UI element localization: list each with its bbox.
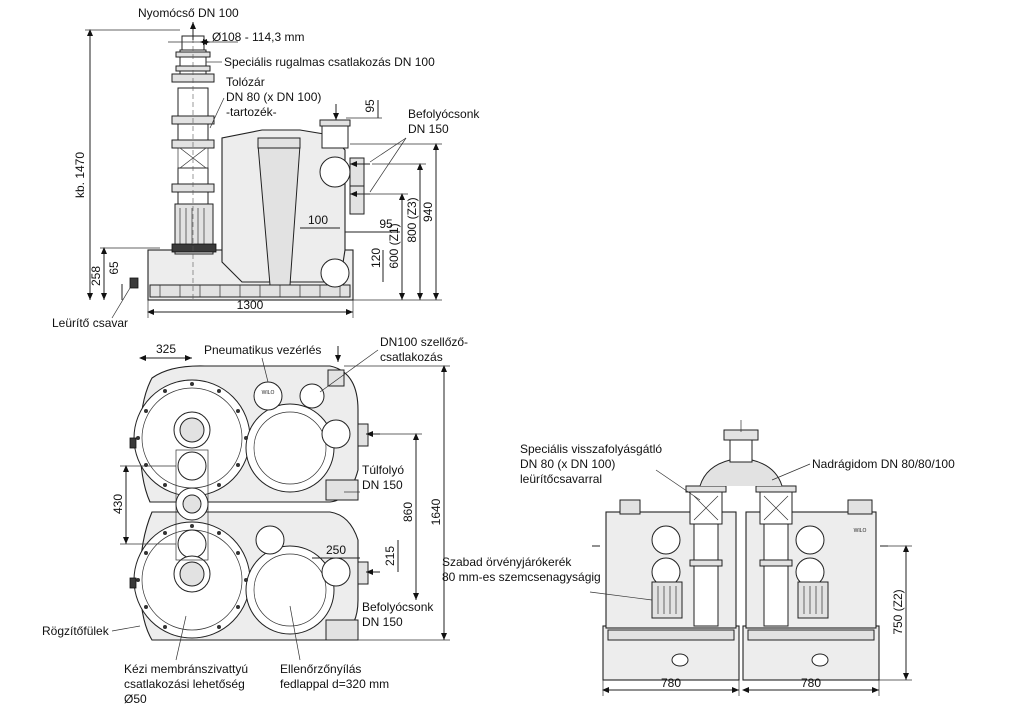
top-dimensions: 325 430 860 1640 250 215	[111, 342, 450, 641]
dim-750: 750 (Z2)	[891, 589, 905, 634]
side-view	[129, 22, 370, 301]
control-box-marking: WILO	[262, 390, 275, 396]
dim-total-height: kb. 1470	[73, 152, 87, 198]
dim-65: 65	[107, 261, 121, 275]
label-special-coupling: Speciális rugalmas csatlakozás DN 100	[224, 55, 435, 69]
side-dimensions: kb. 1470 258 65 1300 95 100 95 120 600 (…	[73, 29, 442, 318]
label-inlet-top-2: DN 150	[408, 122, 449, 136]
label-trouser-fitting: Nadrágidom DN 80/80/100	[812, 457, 955, 471]
label-inspection-2: fedlappal d=320 mm	[280, 677, 389, 691]
dim-95-top: 95	[363, 99, 377, 113]
label-inlet-bottom-1: Befolyócsonk	[362, 600, 434, 614]
dim-325: 325	[156, 342, 176, 356]
front-brand-marking: WILO	[854, 528, 867, 534]
label-pressure-nozzle: Nyomócső DN 100	[138, 6, 239, 20]
dim-780-left: 780	[661, 676, 681, 690]
label-check-valve-1: Speciális visszafolyásgátló	[520, 442, 662, 456]
label-overflow-1: Túlfolyó	[362, 463, 404, 477]
label-overflow-2: DN 150	[362, 478, 403, 492]
inspection-cover-upper	[245, 403, 335, 493]
label-drain-screw: Leürítő csavar	[52, 316, 128, 330]
label-impeller-2: 80 mm-es szemcsenagyságig	[442, 570, 601, 584]
label-check-valve-3: leürítőcsavarral	[520, 472, 602, 486]
top-labels: Pneumatikus vezérlés DN100 szellőző- csa…	[42, 335, 601, 706]
front-view: WILO	[592, 420, 888, 681]
label-membrane-3: Ø50	[124, 692, 147, 706]
dim-215: 215	[383, 546, 397, 566]
front-trouser-fitting	[699, 459, 783, 487]
label-check-valve-2: DN 80 (x DN 100)	[520, 457, 615, 471]
drain-screw	[129, 277, 139, 289]
label-membrane-2: csatlakozási lehetőség	[124, 677, 245, 691]
side-port-upper	[319, 156, 351, 188]
dim-1300: 1300	[237, 298, 264, 312]
dim-120: 120	[369, 248, 383, 268]
dim-430: 430	[111, 494, 125, 514]
dim-940: 940	[421, 202, 435, 222]
dim-258: 258	[89, 266, 103, 286]
label-pneumatic-control: Pneumatikus vezérlés	[204, 343, 321, 357]
label-gate-valve-1: Tolózár	[226, 75, 265, 89]
dim-860: 860	[401, 502, 415, 522]
dim-600: 600 (Z1)	[387, 223, 401, 268]
label-inspection-1: Ellenőrzőnyílás	[280, 662, 361, 676]
dim-95-mid: 95	[379, 217, 393, 231]
label-gate-valve-2: DN 80 (x DN 100)	[226, 90, 321, 104]
side-port-lower	[320, 258, 350, 288]
label-vent-1: DN100 szellőző-	[380, 335, 468, 349]
label-vent-2: csatlakozás	[380, 350, 443, 364]
dim-100: 100	[308, 213, 328, 227]
dim-800: 800 (Z3)	[405, 197, 419, 242]
top-view: WILO	[129, 346, 380, 641]
label-membrane-1: Kézi membránszivattyú	[124, 662, 248, 676]
label-impeller-1: Szabad örvényjárókerék	[442, 555, 572, 569]
label-fixing-lugs: Rögzítőfülek	[42, 624, 110, 638]
front-motor-left	[651, 581, 683, 619]
front-motor-right	[797, 581, 829, 619]
inspection-cover-lower	[245, 545, 335, 635]
label-pipe-diameter: Ø108 - 114,3 mm	[212, 30, 304, 44]
front-labels: Speciális visszafolyásgátló DN 80 (x DN …	[520, 442, 955, 601]
dim-780-right: 780	[801, 676, 821, 690]
front-dimensions: 780 780 750 (Z2)	[602, 545, 912, 696]
side-labels: Nyomócső DN 100 Ø108 - 114,3 mm Speciáli…	[52, 6, 480, 330]
label-gate-valve-3: -tartozék-	[226, 105, 277, 119]
dim-250: 250	[326, 543, 346, 557]
pneumatic-control	[253, 381, 283, 411]
label-inlet-top-1: Befolyócsonk	[408, 107, 480, 121]
dim-1640: 1640	[429, 498, 443, 525]
label-inlet-bottom-2: DN 150	[362, 615, 403, 629]
